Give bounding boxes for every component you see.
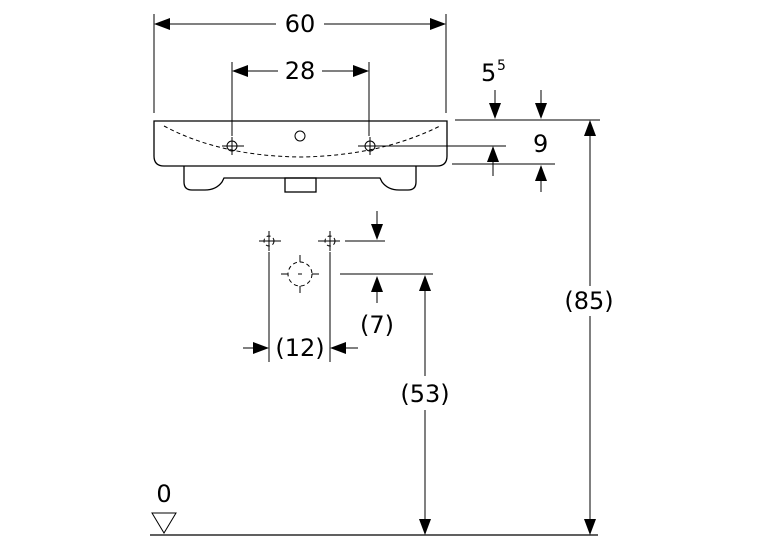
dimension-waste-offset-7: (7)	[360, 211, 394, 339]
label-width-60: 60	[285, 10, 316, 38]
washbasin-outline	[153, 120, 448, 193]
tap-hole-right	[358, 137, 506, 155]
dimension-rim-height-85: (85)	[564, 120, 614, 535]
tap-hole-left	[222, 137, 244, 155]
label-bowl-depth-9: 9	[533, 130, 548, 158]
label-tap-spacing-28: 28	[285, 57, 316, 85]
floor-level-marker: 0	[150, 480, 598, 536]
dimension-rim-5-5: 5 5	[455, 58, 600, 121]
label-fixing-spacing-12: (12)	[275, 334, 324, 362]
label-waste-offset-7: (7)	[360, 311, 394, 339]
dimension-tap-spacing-28: 28	[231, 57, 370, 136]
dimension-fixing-spacing-12: (12)	[243, 252, 358, 362]
label-rim-5: 5	[481, 59, 496, 87]
dimension-bowl-depth-9: 9	[452, 130, 555, 192]
dimension-waste-height-53: (53)	[400, 275, 450, 535]
fixing-hole-left	[259, 231, 281, 251]
label-rim-5-superscript: 5	[497, 58, 506, 74]
label-waste-height-53: (53)	[400, 380, 449, 408]
label-rim-height-85: (85)	[564, 287, 613, 315]
waste-outlet-symbol	[281, 255, 433, 293]
dimension-width-60: 60	[153, 10, 447, 113]
label-floor-level-0: 0	[156, 480, 171, 508]
fixing-hole-right	[318, 231, 385, 251]
